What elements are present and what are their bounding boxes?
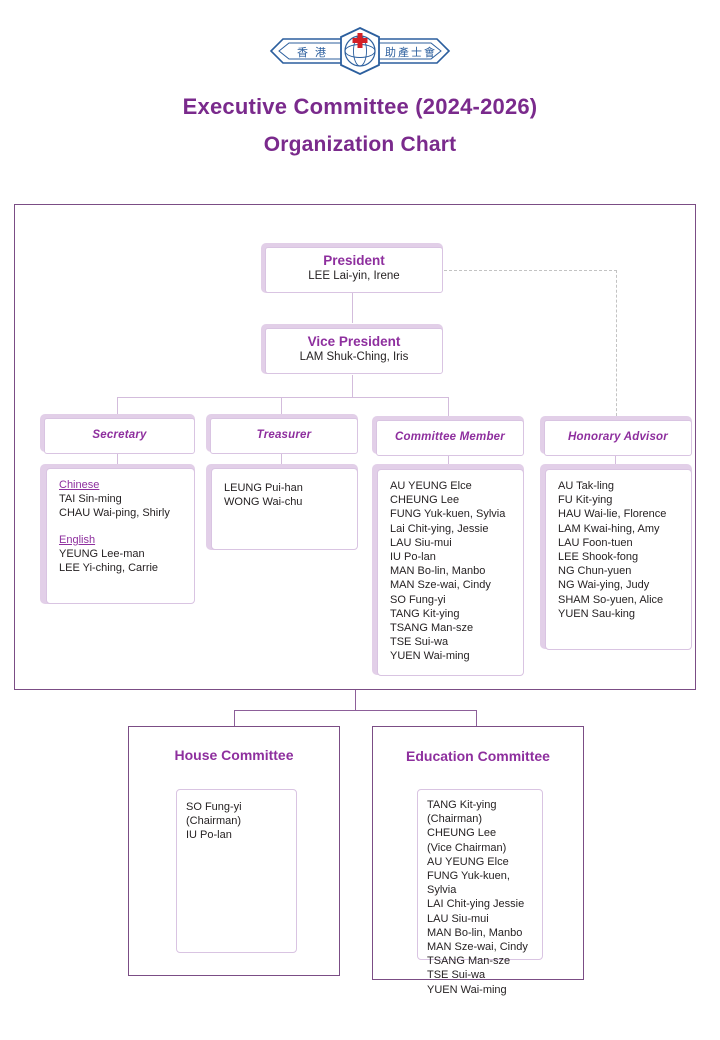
page-subtitle: Organization Chart [263, 133, 457, 156]
association-logo: 香港 助產士會 [0, 22, 720, 80]
hk-midwives-logo-icon: 香港 助產士會 [269, 27, 451, 75]
connector-honorary-advisor-to-names [615, 456, 616, 469]
connector-dashed-president-to-advisor-horizontal [444, 270, 617, 271]
page-title: Executive Committee (2024-2026) [182, 94, 538, 119]
education-committee-names: TANG Kit-ying (Chairman) CHEUNG Lee (Vic… [427, 799, 528, 996]
education-committee-title: Education Committee [406, 748, 550, 764]
connector-vice-president-stem [352, 375, 353, 397]
president-title: President [323, 253, 385, 268]
connector-horizontal-bus [117, 397, 448, 398]
connector-secretary-to-names [117, 454, 118, 468]
vice-president-card[interactable]: Vice President LAM Shuk-Ching, Iris [265, 328, 443, 374]
executive-committee-frame [14, 204, 696, 690]
secretary-header-card[interactable]: Secretary [44, 418, 195, 454]
vice-president-name: LAM Shuk-Ching, Iris [299, 351, 409, 363]
honorary-advisor-names-card[interactable]: AU Tak-ling FU Kit-ying HAU Wai-lie, Flo… [545, 469, 692, 650]
treasurer-names-card[interactable]: LEUNG Pui-han WONG Wai-chu [211, 468, 358, 550]
house-committee-names-card[interactable]: SO Fung-yi (Chairman) IU Po-lan [176, 789, 297, 953]
honorary-advisor-names: AU Tak-ling FU Kit-ying HAU Wai-lie, Flo… [558, 480, 667, 620]
house-committee-names: SO Fung-yi (Chairman) IU Po-lan [186, 801, 242, 842]
committee-member-header-card[interactable]: Committee Member [376, 420, 524, 456]
secretary-names-english: YEUNG Lee-man LEE Yi-ching, Carrie [59, 547, 159, 575]
connector-treasurer-to-names [281, 454, 282, 468]
logo-text-left: 香港 [297, 46, 333, 59]
honorary-advisor-header-card[interactable]: Honorary Advisor [544, 420, 692, 456]
house-committee-title: House Committee [174, 747, 294, 763]
connector-subcommittee-bus [234, 710, 477, 712]
treasurer-names: LEUNG Pui-han WONG Wai-chu [224, 482, 303, 509]
secretary-names-card[interactable]: Chinese TAI Sin-ming CHAU Wai-ping, Shir… [46, 468, 195, 604]
president-name: LEE Lai-yin, Irene [308, 270, 400, 282]
connector-dashed-president-to-advisor-vertical [616, 270, 617, 416]
vice-president-title: Vice President [307, 334, 401, 349]
connector-president-to-vice-president [352, 292, 353, 323]
connector-drop-house-committee [234, 710, 236, 727]
connector-drop-secretary [117, 397, 118, 416]
secretary-group-label-chinese: Chinese [59, 479, 100, 491]
logo-text-right: 助產士會 [385, 45, 437, 59]
president-card[interactable]: President LEE Lai-yin, Irene [265, 247, 443, 293]
secretary-group-label-english: English [59, 533, 96, 546]
secretary-title: Secretary [92, 429, 147, 441]
treasurer-title: Treasurer [256, 429, 312, 441]
connector-drop-education-committee [476, 710, 478, 727]
secretary-names-chinese: TAI Sin-ming CHAU Wai-ping, Shirly [59, 493, 170, 520]
committee-member-names-card[interactable]: AU YEUNG Elce CHEUNG Lee FUNG Yuk-kuen, … [377, 469, 524, 676]
connector-exec-to-subcommittees-stem [355, 690, 357, 711]
honorary-advisor-title: Honorary Advisor [568, 431, 668, 443]
connector-drop-treasurer [281, 397, 282, 416]
committee-member-names: AU YEUNG Elce CHEUNG Lee FUNG Yuk-kuen, … [390, 480, 506, 663]
education-committee-names-card[interactable]: TANG Kit-ying (Chairman) CHEUNG Lee (Vic… [417, 789, 543, 996]
connector-committee-member-to-names [448, 456, 449, 469]
treasurer-header-card[interactable]: Treasurer [210, 418, 358, 454]
connector-drop-committee-member [448, 397, 449, 416]
committee-member-title: Committee Member [395, 431, 505, 443]
